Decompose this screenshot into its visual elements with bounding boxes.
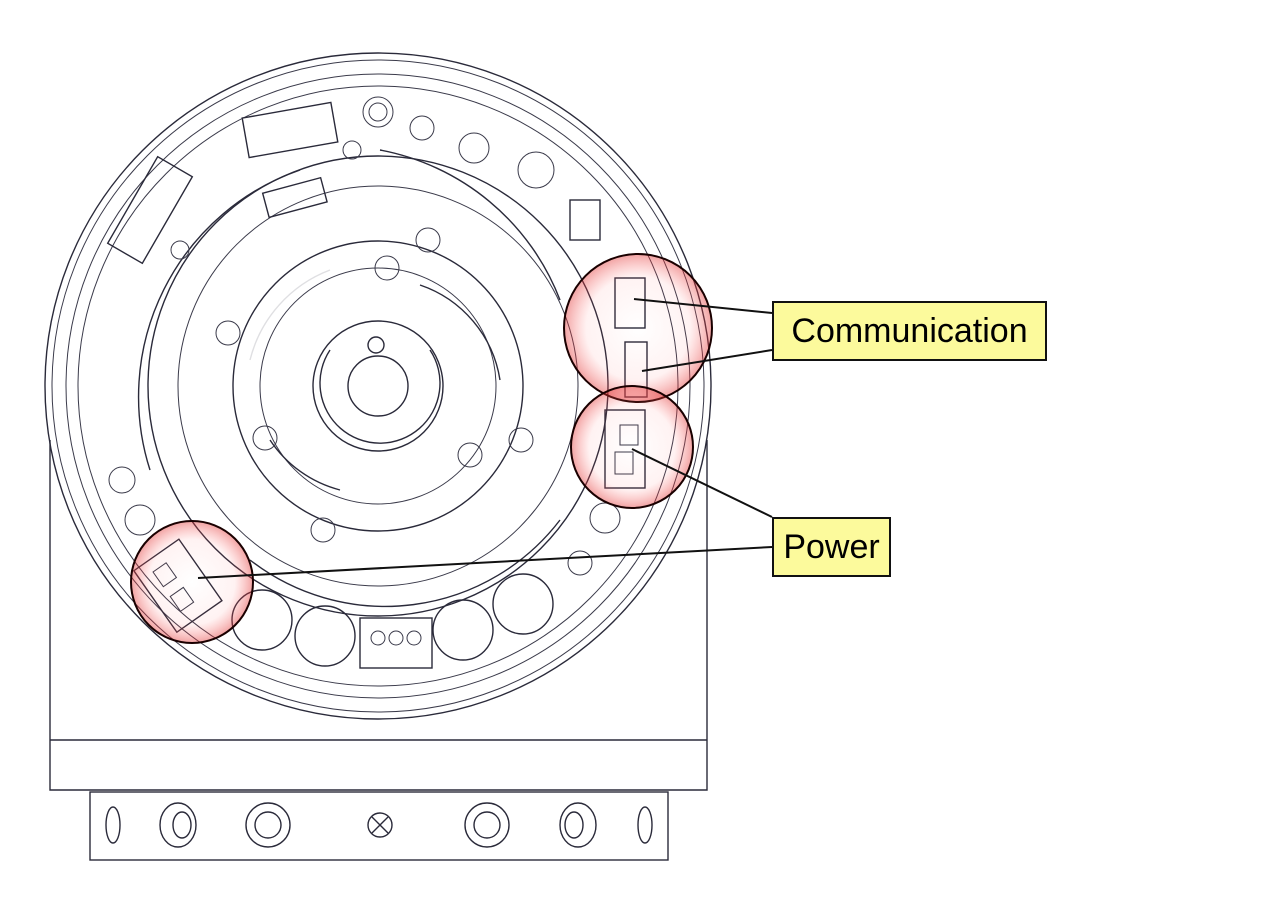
circular-board [44,52,712,720]
power-highlight-right [570,385,694,509]
power-label: Power [772,517,891,577]
leader-lines [197,298,773,579]
communication-highlight [563,253,713,403]
housing-body [49,440,708,791]
mounting-plate [89,791,669,861]
power-highlight-left [130,520,254,644]
communication-label: Communication [772,301,1047,361]
